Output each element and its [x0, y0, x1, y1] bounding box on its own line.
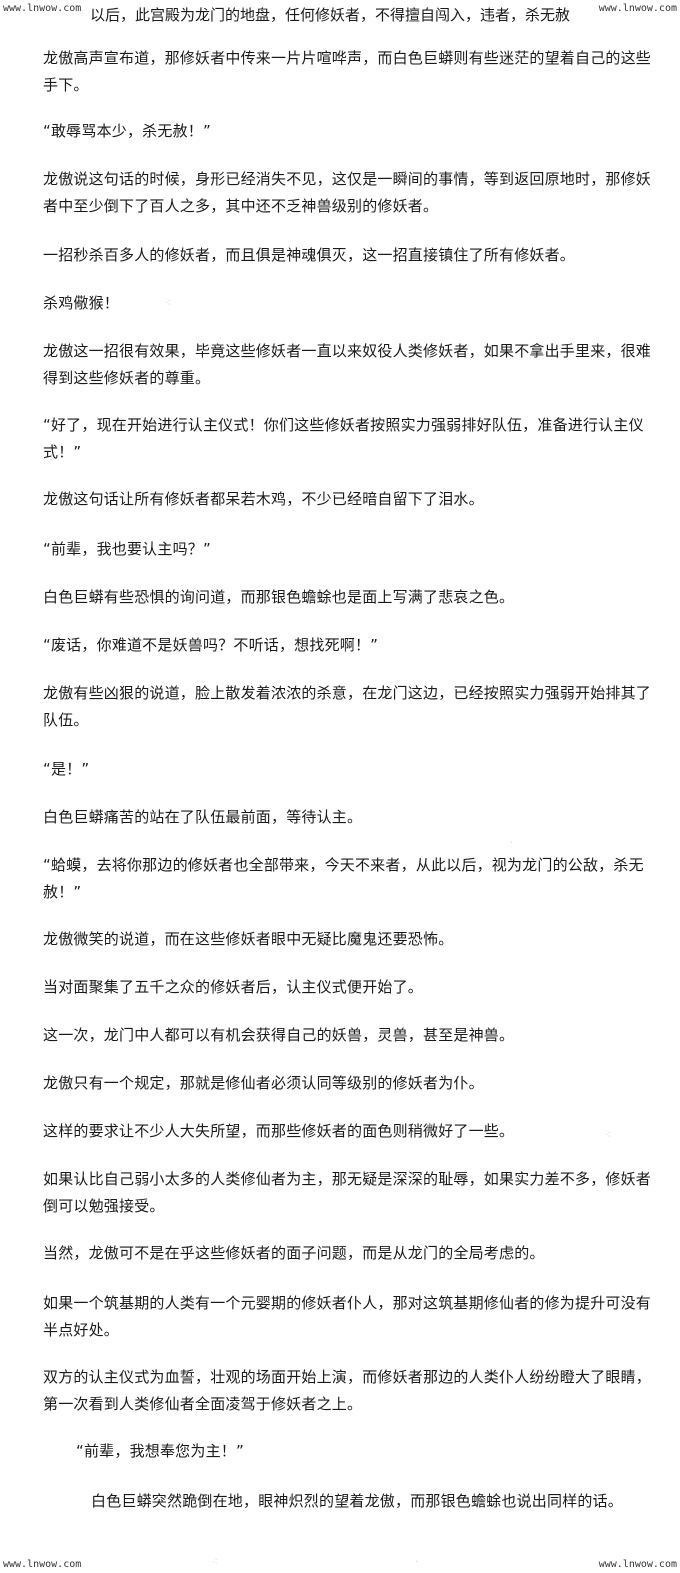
paragraph: 白色巨蟒有些恐惧的询问道，而那银色蟾蜍也是面上写满了悲哀之色。: [43, 584, 665, 611]
paragraph-text: 如果认比自己弱小太多的人类修仙者为主，那无疑是深深的耻辱，如果实力差不多，修妖者…: [43, 1170, 652, 1215]
paragraph-text: 这一次，龙门中人都可以有机会获得自己的妖兽，灵兽，甚至是神兽。: [43, 1026, 515, 1044]
paragraph-text: 双方的认主仪式为血誓，壮观的场面开始上演，而修妖者那边的人类仆人纷纷瞪大了眼睛，…: [43, 1368, 652, 1413]
paragraph: “蛤蟆，去将你那边的修妖者也全部带来，今天不来者，从此以后，视为龙门的公敌，杀无…: [43, 852, 665, 906]
paragraph-text: “蛤蟆，去将你那边的修妖者也全部带来，今天不来者，从此以后，视为龙门的公敌，杀无…: [43, 856, 644, 901]
paragraph-text: “前辈，我想奉您为主！”: [76, 1442, 244, 1460]
paragraph: “好了，现在开始进行认主仪式！你们这些修妖者按照实力强弱排好队伍，准备进行认主仪…: [43, 412, 665, 466]
paragraph: 当然，龙傲可不是在乎这些修妖者的面子问题，而是从龙门的全局考虑的。: [43, 1240, 665, 1267]
paragraph-text: “敢辱骂本少，杀无赦！”: [43, 122, 211, 140]
paragraph: 如果一个筑基期的人类有一个元婴期的修妖者仆人，那对这筑基期修仙者的修为提升可没有…: [43, 1290, 665, 1344]
paragraph-text: 如果一个筑基期的人类有一个元婴期的修妖者仆人，那对这筑基期修仙者的修为提升可没有…: [43, 1294, 652, 1339]
paragraph: 龙傲微笑的说道，而在这些修妖者眼中无疑比魔鬼还要恐怖。: [43, 926, 665, 953]
paragraph: 双方的认主仪式为血誓，壮观的场面开始上演，而修妖者那边的人类仆人纷纷瞪大了眼睛，…: [43, 1364, 665, 1418]
scan-speck: ⁖: [165, 298, 171, 309]
paragraph-text: 白色巨蟒痛苦的站在了队伍最前面，等待认主。: [43, 808, 363, 826]
paragraph: 龙傲高声宣布道，那修妖者中传来一片片喧哗声，而白色巨蟒则有些迷茫的望着自己的这些…: [43, 45, 665, 99]
paragraph: “是！”: [43, 756, 665, 783]
paragraph-text: 白色巨蟒突然跪倒在地，眼神炽烈的望着龙傲，而那银色蟾蜍也说出同样的话。: [91, 1492, 624, 1510]
paragraph-text: “是！”: [43, 760, 90, 778]
paragraph: 如果认比自己弱小太多的人类修仙者为主，那无疑是深深的耻辱，如果实力差不多，修妖者…: [43, 1166, 665, 1220]
paragraph: “前辈，我也要认主吗？”: [43, 536, 665, 563]
paragraph: 这一次，龙门中人都可以有机会获得自己的妖兽，灵兽，甚至是神兽。: [43, 1022, 665, 1049]
paragraph-text: 一招秒杀百多人的修妖者，而且俱是神魂俱灭，这一招直接镇住了所有修妖者。: [43, 246, 576, 264]
scan-speck: ⁖: [212, 1557, 218, 1568]
paragraph-text: “好了，现在开始进行认主仪式！你们这些修妖者按照实力强弱排好队伍，准备进行认主仪…: [43, 416, 644, 461]
paragraph-text: 龙傲这句话让所有修妖者都呆若木鸡，不少已经暗自留下了泪水。: [43, 490, 484, 508]
paragraph-text: 龙傲只有一个规定，那就是修仙者必须认同等级别的修妖者为仆。: [43, 1074, 484, 1092]
paragraph-text: 当然，龙傲可不是在乎这些修妖者的面子问题，而是从龙门的全局考虑的。: [43, 1244, 545, 1262]
paragraph-text: 龙傲这一招很有效果，毕竟这些修妖者一直以来奴役人类修妖者，如果不拿出手里来，很难…: [43, 342, 652, 387]
paragraph-text: 白色巨蟒有些恐惧的询问道，而那银色蟾蜍也是面上写满了悲哀之色。: [43, 588, 515, 606]
watermark-top-left: www.lnwow.com: [3, 3, 82, 14]
paragraph-text: 这样的要求让不少人大失所望，而那些修妖者的面色则稍微好了一些。: [43, 1122, 515, 1140]
paragraph-text: 龙傲高声宣布道，那修妖者中传来一片片喧哗声，而白色巨蟒则有些迷茫的望着自己的这些…: [43, 49, 652, 94]
paragraph: 这样的要求让不少人大失所望，而那些修妖者的面色则稍微好了一些。: [43, 1118, 665, 1145]
paragraph-text: 当对面聚集了五千之众的修妖者后，认主仪式便开始了。: [43, 978, 424, 996]
paragraph-text: “废话，你难道不是妖兽吗？不听话，想找死啊！”: [43, 636, 379, 654]
paragraph: 龙傲说这句话的时候，身形已经消失不见，这仅是一瞬间的事情，等到返回原地时，那修妖…: [43, 166, 665, 220]
watermark-top-right: www.lnwow.com: [598, 3, 677, 14]
paragraph: 龙傲这一招很有效果，毕竟这些修妖者一直以来奴役人类修妖者，如果不拿出手里来，很难…: [43, 338, 665, 392]
paragraph-text: “前辈，我也要认主吗？”: [43, 540, 211, 558]
paragraph: “前辈，我想奉您为主！”: [76, 1438, 665, 1465]
paragraph: 龙傲有些凶狠的说道，脸上散发着浓浓的杀意，在龙门这边，已经按照实力强弱开始排其了…: [43, 680, 665, 734]
paragraph: 白色巨蟒痛苦的站在了队伍最前面，等待认主。: [43, 804, 665, 831]
paragraph: 白色巨蟒突然跪倒在地，眼神炽烈的望着龙傲，而那银色蟾蜍也说出同样的话。: [91, 1488, 665, 1515]
scan-speck: ⁖: [605, 1130, 611, 1141]
paragraph: 龙傲这句话让所有修妖者都呆若木鸡，不少已经暗自留下了泪水。: [43, 486, 665, 513]
scan-speck: ·: [510, 838, 514, 849]
paragraph: 龙傲只有一个规定，那就是修仙者必须认同等级别的修妖者为仆。: [43, 1070, 665, 1097]
watermark-bottom-right: www.lnwow.com: [598, 1559, 677, 1570]
paragraph: 当对面聚集了五千之众的修妖者后，认主仪式便开始了。: [43, 974, 665, 1001]
paragraph: “废话，你难道不是妖兽吗？不听话，想找死啊！”: [43, 632, 665, 659]
paragraph-text: 龙傲说这句话的时候，身形已经消失不见，这仅是一瞬间的事情，等到返回原地时，那修妖…: [43, 170, 652, 215]
paragraph: 一招秒杀百多人的修妖者，而且俱是神魂俱灭，这一招直接镇住了所有修妖者。: [43, 242, 665, 269]
paragraph-text: 杀鸡儆猴！: [43, 294, 120, 312]
paragraph-continued: 以后，此宫殿为龙门的地盘，任何修妖者，不得擅自闯入，违者，杀无赦: [90, 6, 571, 24]
paragraph-text: 龙傲有些凶狠的说道，脸上散发着浓浓的杀意，在龙门这边，已经按照实力强弱开始排其了…: [43, 684, 652, 729]
scan-speck: ·: [415, 1557, 419, 1568]
paragraph-text: 龙傲微笑的说道，而在这些修妖者眼中无疑比魔鬼还要恐怖。: [43, 930, 454, 948]
paragraph: “敢辱骂本少，杀无赦！”: [43, 118, 665, 145]
paragraph: 杀鸡儆猴！: [43, 290, 665, 317]
watermark-bottom-left: www.lnwow.com: [3, 1559, 82, 1570]
